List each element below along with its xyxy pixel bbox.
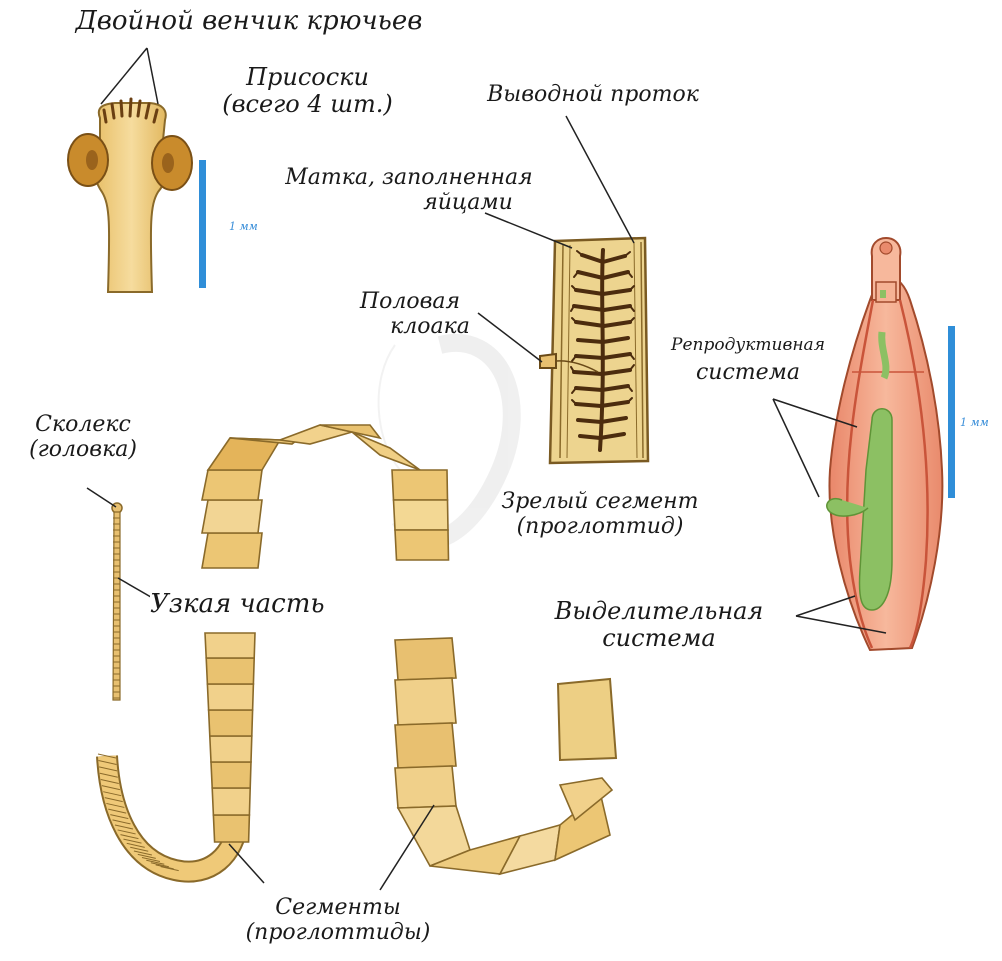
label-excretory-line1: Выделительная: [520, 598, 798, 625]
label-mature-line2: (проглоттид): [470, 515, 730, 540]
proglottid: [207, 684, 253, 710]
detached-segment: [558, 679, 616, 760]
label-mature-line1: Зрелый сегмент: [470, 490, 730, 515]
label-uterus: Матка, заполненная яйцами: [264, 166, 554, 215]
label-suckers-line2: (всего 4 шт.): [200, 91, 415, 118]
label-cloaca-line1: Половая: [340, 290, 480, 315]
genital-cloaca: [540, 354, 556, 368]
label-excretory-line2: система: [520, 625, 798, 652]
proglottid: [352, 432, 420, 470]
scale-label-worm: 1 мм: [960, 416, 989, 429]
label-scolex-line1: Сколекс: [8, 413, 158, 438]
proglottid: [395, 766, 456, 808]
proglottid: [395, 638, 456, 680]
label-suckers-line1: Присоски: [200, 64, 415, 91]
label-scolex: Сколекс (головка): [8, 413, 158, 462]
tapeworm-internal-systems: [827, 238, 943, 650]
proglottid: [392, 470, 448, 500]
scale-bar-scolex: [199, 160, 206, 288]
proglottid: [394, 500, 449, 530]
proglottid: [395, 678, 456, 725]
label-uterus-line1: Матка, заполненная: [264, 166, 554, 191]
label-segments: Сегменты (проглоттиды): [228, 896, 448, 945]
proglottid: [202, 533, 262, 568]
label-segments-line1: Сегменты: [228, 896, 448, 921]
label-hooks: Двойной венчик крючьев: [54, 7, 444, 36]
proglottid: [210, 736, 252, 762]
proglottid: [213, 815, 249, 842]
proglottid: [208, 438, 280, 470]
label-duct: Выводной проток: [468, 83, 718, 108]
label-mature-segment: Зрелый сегмент (проглоттид): [470, 490, 730, 539]
proglottid: [211, 762, 251, 788]
label-suckers: Присоски (всего 4 шт.): [200, 64, 415, 118]
label-excretory: Выделительная система: [520, 598, 798, 652]
label-segments-line2: (проглоттиды): [228, 921, 448, 946]
proglottid: [395, 723, 456, 768]
scolex-closeup: [68, 99, 192, 292]
label-reproductive-line2: система: [648, 361, 848, 386]
proglottid: [205, 633, 255, 658]
label-cloaca-line2: клоака: [340, 315, 480, 340]
label-scolex-line2: (головка): [8, 438, 158, 463]
mature-segment: [540, 238, 648, 463]
label-reproductive-line1: Репродуктивная: [648, 336, 848, 355]
scale-label-scolex: 1 мм: [229, 220, 258, 233]
proglottid: [212, 788, 250, 815]
proglottid: [202, 470, 262, 500]
proglottid: [209, 710, 253, 736]
proglottid: [395, 530, 449, 560]
proglottid: [202, 500, 262, 533]
scale-bar-worm: [948, 326, 955, 498]
proglottid: [206, 658, 254, 684]
label-neck: Узкая часть: [150, 590, 380, 619]
label-reproductive: Репродуктивная система: [648, 336, 848, 386]
label-uterus-line2: яйцами: [264, 191, 554, 216]
label-cloaca: Половая клоака: [340, 290, 480, 339]
